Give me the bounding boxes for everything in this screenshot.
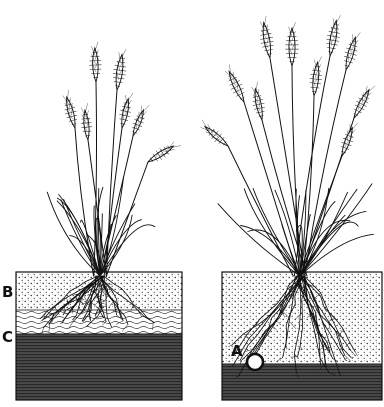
label-a: A [231, 342, 243, 360]
marker-a-circle [247, 354, 263, 370]
left-bottom-layer-c [16, 334, 182, 400]
right-subsoil-layer [222, 364, 382, 400]
label-b: B [2, 283, 13, 301]
right-wheat-plant [201, 15, 375, 276]
left-wheat-plant [47, 42, 180, 276]
label-c: C [2, 328, 13, 346]
